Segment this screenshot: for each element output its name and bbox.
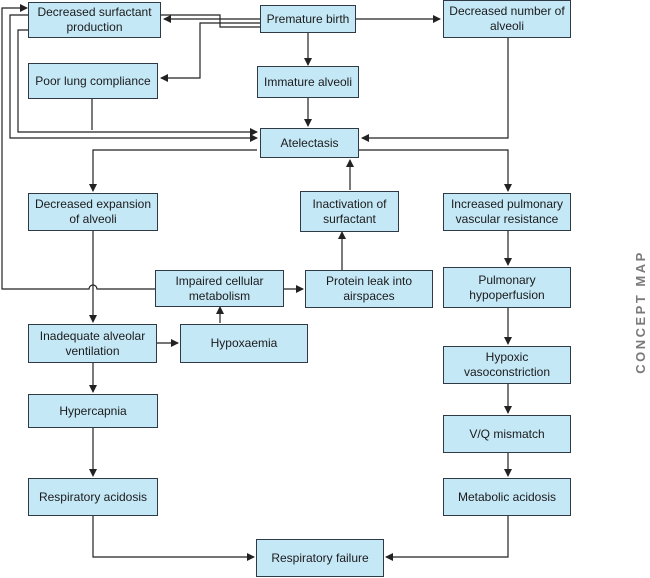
label-hypoxic-vasoconstriction: Hypoxic vasoconstriction [463, 350, 551, 379]
label-pulmonary-hypoperfusion: Pulmonary hypoperfusion [469, 272, 545, 302]
node-hypoxaemia: Hypoxaemia [180, 324, 308, 363]
label-inadequate-ventilation: Inadequate alveolar ventilation [39, 328, 146, 358]
label-decreased-surfactant: Decreased surfactant production [37, 5, 152, 34]
node-impaired-metabolism: Impaired cellular metabolism [155, 270, 284, 307]
label-decreased-expansion: Decreased expansion of alveoli [34, 197, 152, 226]
node-respiratory-failure: Respiratory failure [256, 539, 384, 577]
label-hypoxaemia: Hypoxaemia [210, 336, 278, 350]
label-atelectasis: Atelectasis [280, 135, 339, 150]
label-increased-pvr: Increased pulmonary vascular resistance [450, 197, 564, 226]
label-hypercapnia: Hypercapnia [59, 403, 127, 418]
edge-surfactant-to-atelectasis [17, 29, 258, 136]
node-poor-compliance: Poor lung compliance [28, 63, 158, 99]
concept-map-side-label: CONCEPT MAP [633, 250, 648, 374]
node-metabolic-acidosis: Metabolic acidosis [443, 478, 571, 516]
node-inactivation-surfactant: Inactivation of surfactant [300, 191, 399, 232]
label-premature-birth: Premature birth [266, 11, 350, 26]
node-increased-pvr: Increased pulmonary vascular resistance [443, 193, 571, 231]
node-hypoxic-vasoconstriction: Hypoxic vasoconstriction [443, 346, 571, 384]
edge-birth-to-compliance [160, 22, 260, 82]
edge-metabolism-loop [1, 4, 155, 290]
node-immature-alveoli: Immature alveoli [257, 66, 359, 98]
label-impaired-metabolism: Impaired cellular metabolism [175, 273, 264, 303]
label-immature-alveoli: Immature alveoli [263, 74, 353, 89]
label-metabolic-acidosis: Metabolic acidosis [457, 489, 557, 504]
label-vq-mismatch: V/Q mismatch [469, 426, 545, 441]
label-poor-compliance: Poor lung compliance [35, 73, 151, 88]
node-decreased-expansion: Decreased expansion of alveoli [28, 193, 158, 231]
node-atelectasis: Atelectasis [260, 128, 359, 158]
node-protein-leak: Protein leak into airspaces [305, 270, 433, 308]
node-inadequate-ventilation: Inadequate alveolar ventilation [28, 324, 157, 363]
node-vq-mismatch: V/Q mismatch [443, 415, 571, 453]
edge-atelectasis-to-pvr [358, 149, 512, 192]
node-pulmonary-hypoperfusion: Pulmonary hypoperfusion [443, 267, 571, 308]
node-premature-birth: Premature birth [260, 5, 356, 33]
node-hypercapnia: Hypercapnia [28, 394, 158, 428]
label-respiratory-acidosis: Respiratory acidosis [38, 489, 148, 504]
edge-atelectasis-to-expansion [89, 149, 257, 192]
label-protein-leak: Protein leak into airspaces [325, 274, 413, 303]
node-respiratory-acidosis: Respiratory acidosis [28, 478, 158, 516]
edge-alveoli-to-atelectasis [361, 38, 509, 142]
label-decreased-alveoli: Decreased number of alveoli [449, 4, 565, 33]
label-inactivation-surfactant: Inactivation of surfactant [312, 196, 387, 226]
node-decreased-surfactant: Decreased surfactant production [28, 2, 161, 38]
label-respiratory-failure: Respiratory failure [271, 550, 369, 565]
edge-metabolic-to-failure [385, 516, 509, 561]
edge-acidosis-to-failure [92, 516, 255, 561]
node-decreased-alveoli: Decreased number of alveoli [443, 0, 571, 38]
